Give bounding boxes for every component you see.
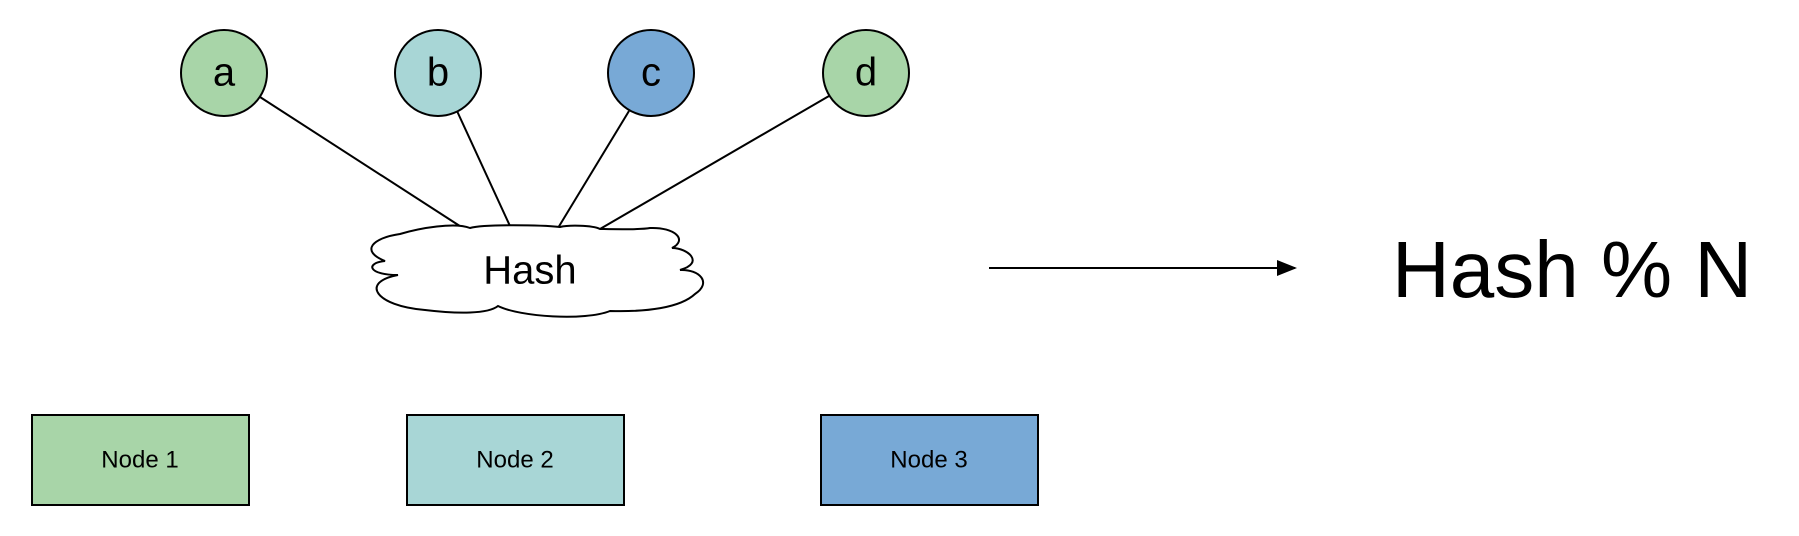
node-3-box xyxy=(820,414,1039,506)
connector-b xyxy=(456,110,511,227)
hash-label: Hash xyxy=(483,249,576,293)
node-3: Node 3 xyxy=(820,414,1039,506)
key-d-label: d xyxy=(855,51,877,95)
connector-d xyxy=(599,95,830,230)
node-2-label: Node 2 xyxy=(476,446,553,473)
key-a-label: a xyxy=(213,51,236,95)
hash-cloud-shape xyxy=(370,224,704,318)
node-3-label: Node 3 xyxy=(890,446,967,473)
node-1-label: Node 1 xyxy=(101,446,178,473)
key-b-circle xyxy=(394,29,482,117)
key-a: a xyxy=(180,29,268,117)
node-1: Node 1 xyxy=(31,414,250,506)
key-d: d xyxy=(822,29,910,117)
key-b: b xyxy=(394,29,482,117)
key-c-circle xyxy=(607,29,695,117)
key-d-circle xyxy=(822,29,910,117)
key-a-circle xyxy=(180,29,268,117)
connector-c xyxy=(557,110,630,229)
hash-cloud: Hash xyxy=(370,224,704,318)
node-2: Node 2 xyxy=(406,414,625,506)
key-b-label: b xyxy=(427,51,449,95)
formula-text: Hash % N xyxy=(1392,225,1752,314)
node-1-box xyxy=(31,414,250,506)
connector-a xyxy=(259,96,467,231)
node-2-box xyxy=(406,414,625,506)
key-c: c xyxy=(607,29,695,117)
key-c-label: c xyxy=(641,51,661,95)
